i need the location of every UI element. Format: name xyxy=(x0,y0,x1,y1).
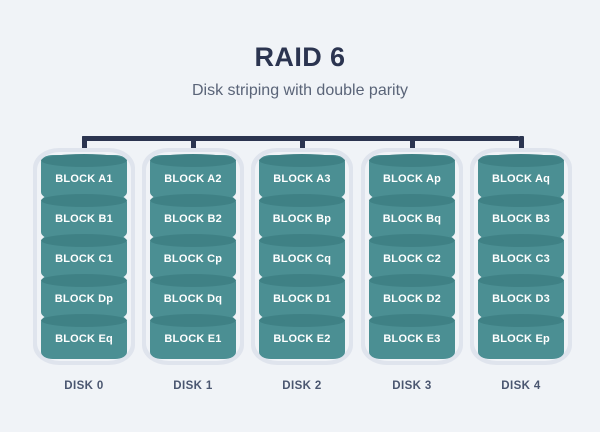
disk-block-label: BLOCK Cp xyxy=(163,253,223,265)
disk-block-label: BLOCK C2 xyxy=(383,253,441,265)
disk-block-label: BLOCK D2 xyxy=(383,293,441,305)
disk-column-1[interactable]: BLOCK A2 BLOCK B2 BLOCK Cp BLOCK Dq BLOC… xyxy=(138,148,248,408)
disk-block[interactable]: BLOCK D3 xyxy=(478,274,564,319)
disk-block[interactable]: BLOCK Dq xyxy=(150,274,236,319)
disk-block[interactable]: BLOCK E1 xyxy=(150,314,236,359)
disk-column-3[interactable]: BLOCK Ap BLOCK Bq BLOCK C2 BLOCK D2 BLOC… xyxy=(357,148,467,408)
disk-block-label: BLOCK B1 xyxy=(55,213,113,225)
disk-block[interactable]: BLOCK Ap xyxy=(369,154,455,199)
disk-block[interactable]: BLOCK Ep xyxy=(478,314,564,359)
disk-block-label: BLOCK Ap xyxy=(382,173,442,185)
disk-column-0[interactable]: BLOCK A1 BLOCK B1 BLOCK C1 BLOCK Dp BLOC… xyxy=(29,148,139,408)
disk-block[interactable]: BLOCK A2 xyxy=(150,154,236,199)
disk-block[interactable]: BLOCK Bp xyxy=(259,194,345,239)
disk-block-label: BLOCK E2 xyxy=(273,333,331,345)
disk-block[interactable]: BLOCK Aq xyxy=(478,154,564,199)
disk-block-label: BLOCK Ep xyxy=(492,333,550,345)
disk-block-label: BLOCK E1 xyxy=(164,333,222,345)
disk-block-stack: BLOCK A2 BLOCK B2 BLOCK Cp BLOCK Dq BLOC… xyxy=(150,154,236,359)
disk-block-label: BLOCK C3 xyxy=(492,253,550,265)
disk-block[interactable]: BLOCK C1 xyxy=(41,234,127,279)
disk-block-label: BLOCK B3 xyxy=(492,213,550,225)
page-title: RAID 6 xyxy=(254,42,346,72)
disk-block-label: BLOCK A2 xyxy=(164,173,222,185)
disk-block-label: BLOCK C1 xyxy=(55,253,113,265)
disk-block[interactable]: BLOCK C2 xyxy=(369,234,455,279)
disk-block-label: BLOCK Eq xyxy=(55,333,113,345)
disk-column-4[interactable]: BLOCK Aq BLOCK B3 BLOCK C3 BLOCK D3 BLOC… xyxy=(466,148,576,408)
disk-block-label: BLOCK D3 xyxy=(492,293,550,305)
disk-label: DISK 0 xyxy=(64,380,104,392)
disk-label: DISK 1 xyxy=(173,380,213,392)
disk-block[interactable]: BLOCK Eq xyxy=(41,314,127,359)
disk-block[interactable]: BLOCK Bq xyxy=(369,194,455,239)
disk-block-label: BLOCK Dq xyxy=(163,293,223,305)
disk-block-stack: BLOCK Ap BLOCK Bq BLOCK C2 BLOCK D2 BLOC… xyxy=(369,154,455,359)
disk-block-label: BLOCK A3 xyxy=(273,173,331,185)
disk-column-2[interactable]: BLOCK A3 BLOCK Bp BLOCK Cq BLOCK D1 BLOC… xyxy=(247,148,357,408)
disk-block[interactable]: BLOCK Cp xyxy=(150,234,236,279)
disk-block-stack: BLOCK A1 BLOCK B1 BLOCK C1 BLOCK Dp BLOC… xyxy=(41,154,127,359)
disk-block[interactable]: BLOCK E3 xyxy=(369,314,455,359)
disk-block[interactable]: BLOCK B1 xyxy=(41,194,127,239)
disk-block[interactable]: BLOCK C3 xyxy=(478,234,564,279)
disk-block-label: BLOCK Aq xyxy=(491,173,551,185)
disk-block[interactable]: BLOCK B2 xyxy=(150,194,236,239)
disk-block-label: BLOCK Bq xyxy=(382,213,442,225)
disk-block-label: BLOCK Bp xyxy=(272,213,332,225)
disk-block-label: BLOCK Cq xyxy=(272,253,332,265)
diagram-header: RAID 6 Disk striping with double parity xyxy=(0,40,600,101)
disk-block[interactable]: BLOCK Cq xyxy=(259,234,345,279)
disk-block[interactable]: BLOCK D2 xyxy=(369,274,455,319)
disk-block[interactable]: BLOCK A1 xyxy=(41,154,127,199)
disk-array: BLOCK A1 BLOCK B1 BLOCK C1 BLOCK Dp BLOC… xyxy=(0,148,600,408)
disk-label: DISK 3 xyxy=(392,380,432,392)
disk-label: DISK 2 xyxy=(282,380,322,392)
disk-block[interactable]: BLOCK D1 xyxy=(259,274,345,319)
disk-block-label: BLOCK A1 xyxy=(55,173,113,185)
disk-label: DISK 4 xyxy=(501,380,541,392)
disk-block-label: BLOCK D1 xyxy=(273,293,331,305)
disk-block[interactable]: BLOCK E2 xyxy=(259,314,345,359)
page-subtitle: Disk striping with double parity xyxy=(191,82,409,99)
disk-block[interactable]: BLOCK A3 xyxy=(259,154,345,199)
disk-block-stack: BLOCK Aq BLOCK B3 BLOCK C3 BLOCK D3 BLOC… xyxy=(478,154,564,359)
disk-block[interactable]: BLOCK Dp xyxy=(41,274,127,319)
disk-block-label: BLOCK E3 xyxy=(383,333,441,345)
disk-block-stack: BLOCK A3 BLOCK Bp BLOCK Cq BLOCK D1 BLOC… xyxy=(259,154,345,359)
disk-block-label: BLOCK B2 xyxy=(164,213,222,225)
disk-block[interactable]: BLOCK B3 xyxy=(478,194,564,239)
disk-block-label: BLOCK Dp xyxy=(54,293,114,305)
